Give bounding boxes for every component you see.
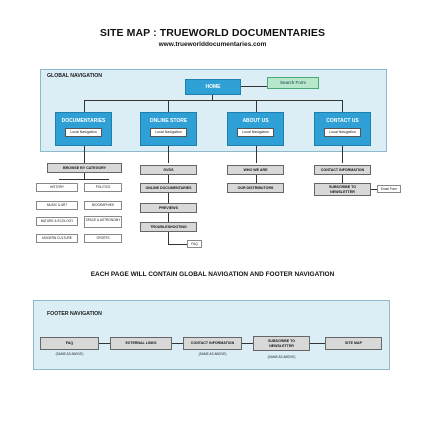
sitemap-title: SITE MAP : TRUEWORLD DOCUMENTARIES (99, 27, 326, 39)
categories-bus-connector (59, 179, 109, 180)
home-search-connector (241, 86, 267, 87)
category-biographies: BIOGRAPHIES (84, 201, 122, 210)
online-store-node: ONLINE STORE Local Navigation (140, 112, 197, 146)
dvds-down-connector (168, 175, 169, 183)
store-dvds-node: DVDS (140, 165, 197, 175)
site-url: www.trueworlddocumentaries.com (158, 41, 267, 48)
contact-us-label: CONTACT US (326, 118, 359, 124)
store-faq-node: FAQ (187, 240, 202, 248)
connector-online-store (168, 100, 169, 112)
home-down-connector (212, 95, 213, 100)
email-form-node: Email Form (377, 185, 401, 193)
store-troubleshooting-node: TROUBLESHOOTING (140, 222, 197, 232)
footer-faq-node: FAQ (40, 337, 99, 350)
footer-external-links-node: EXTERNAL LINKS (110, 337, 172, 350)
footer-navigation-label: FOOTER NAVIGATION (47, 311, 102, 317)
subscribe-newsletter-node: SUBSCRIBE TO NEWSLETTER (314, 183, 371, 196)
our-distributors-node: OUR DISTRIBUTORS (227, 183, 284, 193)
contact-us-local-navigation: Local Navigation (324, 128, 361, 137)
who-we-are-down-connector (256, 175, 257, 183)
about-us-local-navigation: Local Navigation (237, 128, 274, 137)
footer-subscribe-newsletter-note: (SAME AS ABOVE) (267, 355, 296, 359)
about-us-label: ABOUT US (242, 118, 269, 124)
home-node: HOME (185, 79, 241, 95)
category-sports: SPORTS (84, 234, 122, 243)
contact-us-down-connector (342, 146, 343, 163)
store-online-documentaries-node: ONLINE DOCUMENTARIES (140, 183, 197, 193)
connector-documentaries (84, 100, 85, 112)
newsletter-email-connector (371, 189, 377, 190)
about-us-down-connector (256, 146, 257, 163)
browse-by-category-node: BROWSE BY CATEGORY (47, 163, 122, 173)
online-store-local-navigation: Local Navigation (150, 128, 187, 137)
previews-down-connector (168, 213, 169, 222)
footer-contact-information-node: CONTACT INFORMATION (183, 337, 242, 350)
category-nature-ecology: NATURE & ECOLOGY (36, 217, 78, 226)
connector-contact-us (342, 100, 343, 112)
category-music-art: MUSIC & ART (36, 201, 78, 210)
about-us-node: ABOUT US Local Navigation (227, 112, 284, 146)
category-politics: POLITICS (84, 183, 122, 192)
category-history: HISTORY (36, 183, 78, 192)
documentaries-down-connector (84, 146, 85, 163)
documentaries-node: DOCUMENTARIES Local Navigation (55, 112, 112, 146)
footer-site-map-node: SITE MAP (325, 337, 382, 350)
documentaries-local-navigation: Local Navigation (65, 128, 102, 137)
footer-contact-information-note: (SAME AS ABOVE) (198, 352, 227, 356)
contact-us-node: CONTACT US Local Navigation (314, 112, 371, 146)
global-footer-note: EACH PAGE WILL CONTAIN GLOBAL NAVIGATION… (90, 271, 335, 278)
search-form-node: Search Form (267, 77, 319, 89)
contact-information-node: CONTACT INFORMATION (314, 165, 371, 175)
connector-about-us (256, 100, 257, 112)
troubleshooting-faq-connector-h (168, 244, 187, 245)
global-navigation-label: GLOBAL NAVIGATION (47, 73, 103, 79)
sections-bus-connector (84, 100, 342, 101)
footer-subscribe-newsletter-node: SUBSCRIBE TO NEWSLETTER (253, 336, 310, 351)
who-we-are-node: WHO WE ARE (227, 165, 284, 175)
category-space-astronomy: SPACE & ASTRONOMY (84, 216, 122, 228)
footer-navigation-panel (33, 300, 390, 370)
contact-info-down-connector (342, 175, 343, 183)
browse-down-connector (84, 173, 85, 179)
footer-faq-note: (SAME AS ABOVE) (55, 352, 84, 356)
troubleshooting-faq-connector-v (168, 232, 169, 244)
documentaries-label: DOCUMENTARIES (61, 118, 106, 124)
online-store-label: ONLINE STORE (149, 118, 188, 124)
category-modern-culture: MODERN CULTURE (36, 234, 78, 243)
online-docs-down-connector (168, 193, 169, 203)
online-store-down-connector (168, 146, 169, 163)
store-previews-node: PREVIEWS (140, 203, 197, 213)
